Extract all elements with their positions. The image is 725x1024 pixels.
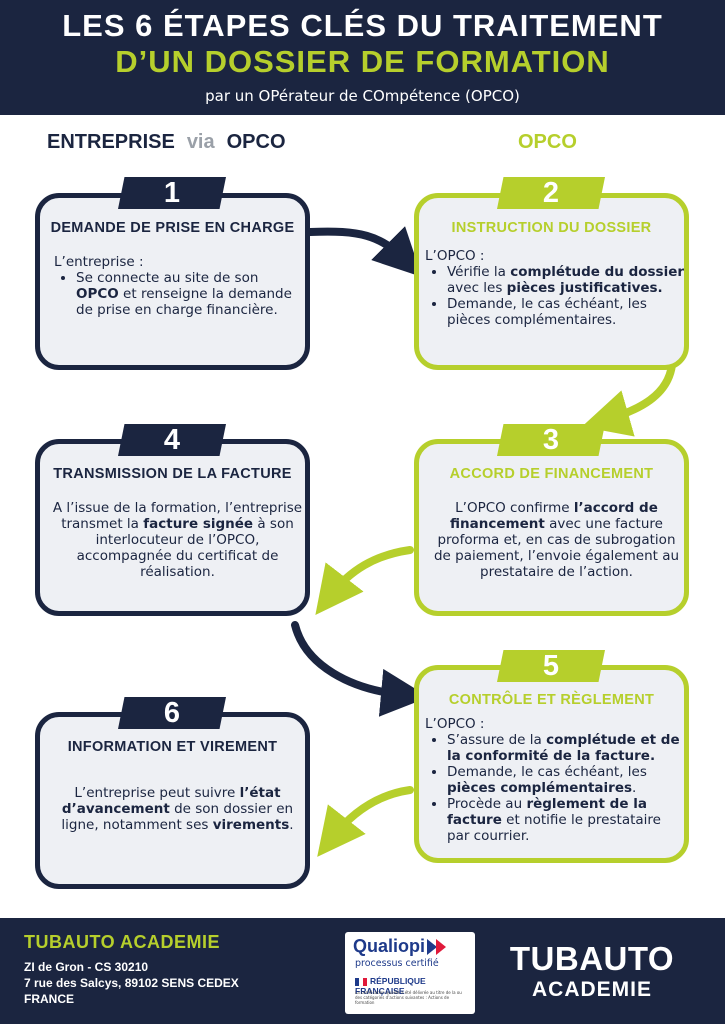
step-1-card: DEMANDE DE PRISE EN CHARGE L’entreprise …	[35, 193, 310, 370]
column-left-via: via	[186, 131, 215, 153]
qualiopi-fine-print: La certification qualité a été délivrée …	[355, 990, 462, 1005]
step-2-bullet-1: Vérifie la complétude du dossier avec le…	[447, 264, 687, 296]
french-flag-icon	[355, 977, 367, 986]
step-5-bullet-3: Procède au règlement de la facture et no…	[447, 796, 687, 844]
step-1-bullet-1: Se connecte au site de son OPCO et rense…	[76, 270, 304, 318]
header-banner: LES 6 ÉTAPES CLÉS DU TRAITEMENT D’UN DOS…	[0, 0, 725, 115]
arrow-4-to-5	[291, 621, 429, 717]
arrow-1-to-2	[306, 226, 422, 277]
step-2-bullet-2: Demande, le cas échéant, les pièces comp…	[447, 296, 687, 328]
step-2-badge: 2	[497, 177, 605, 209]
republique-francaise-label: RÉPUBLIQUE FRANÇAISE	[355, 976, 426, 996]
qualiopi-certification-logo: Qualiopi processus certifié RÉPUBLIQUE F…	[345, 932, 475, 1014]
brand-logo-main: TUBAUTO	[509, 940, 675, 977]
step-3-badge: 3	[497, 424, 605, 456]
arrow-2-to-3	[581, 361, 676, 437]
step-5-intro: L’OPCO :	[425, 716, 485, 732]
title-line-1: LES 6 ÉTAPES CLÉS DU TRAITEMENT	[62, 8, 663, 43]
step-5-bullet-2: Demande, le cas échéant, les pièces comp…	[447, 764, 687, 796]
footer-address-1: ZI de Gron - CS 30210	[24, 960, 149, 974]
qualiopi-wordmark: Qualiopi	[353, 936, 449, 957]
step-4-title: TRANSMISSION DE LA FACTURE	[53, 466, 292, 482]
title-line-2: D’UN DOSSIER DE FORMATION	[115, 44, 610, 79]
step-2-card: INSTRUCTION DU DOSSIER L’OPCO : Vérifie …	[414, 193, 689, 370]
step-6-body: L’entreprise peut suivre l’état d’avance…	[61, 785, 294, 833]
step-3-card: ACCORD DE FINANCEMENT L’OPCO confirme l’…	[414, 439, 689, 616]
arrow-3-to-4	[315, 546, 414, 616]
footer-address-2: 7 rue des Salcys, 89102 SENS CEDEX	[24, 976, 239, 990]
step-4-body: A l’issue de la formation, l’entreprise …	[52, 500, 303, 580]
footer-company-name: TUBAUTO ACADEMIE	[24, 932, 220, 952]
step-2-body: L’OPCO : Vérifie la complétude du dossie…	[425, 248, 687, 328]
step-6-card: INFORMATION ET VIREMENT L’entreprise peu…	[35, 712, 310, 889]
column-header-right: OPCO	[518, 131, 577, 153]
subtitle: par un OPérateur de COmpétence (OPCO)	[205, 87, 520, 105]
step-1-title: DEMANDE DE PRISE EN CHARGE	[50, 220, 295, 236]
step-3-body: L’OPCO confirme l’accord de financement …	[433, 500, 680, 580]
step-5-card: CONTRÔLE ET RÈGLEMENT L’OPCO : S’assure …	[414, 665, 689, 863]
step-6-badge: 6	[118, 697, 226, 729]
step-1-badge: 1	[118, 177, 226, 209]
footer: TUBAUTO ACADEMIE ZI de Gron - CS 30210 7…	[0, 918, 725, 1024]
brand-logo-sub: ACADEMIE	[531, 978, 652, 1001]
step-4-card: TRANSMISSION DE LA FACTURE A l’issue de …	[35, 439, 310, 616]
step-2-title: INSTRUCTION DU DOSSIER	[451, 220, 652, 236]
qualiopi-subtitle: processus certifié	[355, 958, 439, 969]
step-5-bullet-1: S’assure de la complétude et de la confo…	[447, 732, 687, 764]
step-5-title: CONTRÔLE ET RÈGLEMENT	[448, 692, 655, 708]
step-5-body: L’OPCO : S’assure de la complétude et de…	[425, 716, 687, 844]
footer-address-3: FRANCE	[24, 992, 74, 1006]
flow-arrows	[291, 226, 676, 857]
column-left-opco: OPCO	[226, 131, 286, 153]
qualiopi-arrows-icon	[427, 939, 446, 956]
column-left-entreprise: ENTREPRISE	[47, 131, 175, 153]
step-6-title: INFORMATION ET VIREMENT	[67, 739, 278, 755]
step-5-badge: 5	[497, 650, 605, 682]
column-header-left: ENTREPRISE via OPCO	[47, 131, 286, 154]
step-4-badge: 4	[118, 424, 226, 456]
step-2-intro: L’OPCO :	[425, 248, 485, 264]
step-1-intro: L’entreprise :	[54, 254, 144, 270]
step-1-body: L’entreprise : Se connecte au site de so…	[54, 254, 304, 318]
arrow-5-to-6	[317, 786, 414, 857]
step-3-title: ACCORD DE FINANCEMENT	[449, 466, 654, 482]
